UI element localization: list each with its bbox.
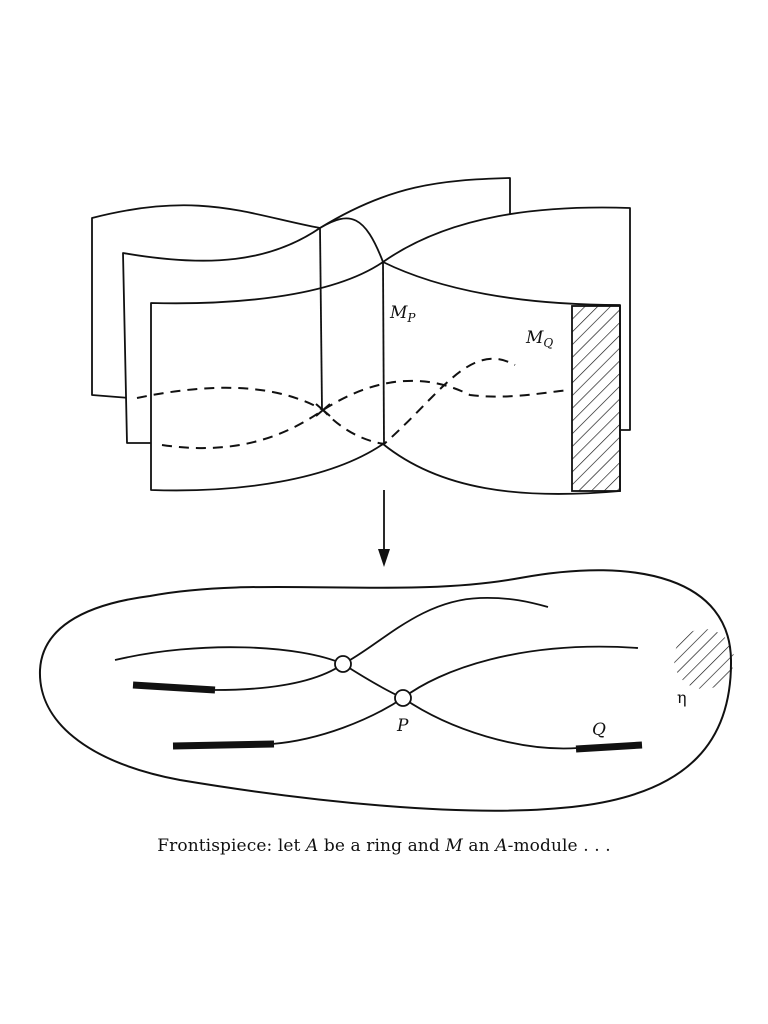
thick-segment-2 xyxy=(172,740,275,750)
figure-caption: Frontispiece: let A be a ring and M an A… xyxy=(157,836,611,856)
base-curves xyxy=(114,596,639,750)
curve-bottom-left xyxy=(271,697,404,745)
point-p xyxy=(394,689,412,707)
down-arrow xyxy=(378,490,390,567)
thick-segment-q xyxy=(575,741,643,753)
curve-top-left xyxy=(114,646,344,665)
label-mp: MP xyxy=(389,303,416,325)
label-eta: η xyxy=(677,688,687,707)
dashed-curves xyxy=(136,357,571,450)
thick-segments xyxy=(132,681,643,753)
fibre-line-mp xyxy=(382,261,385,445)
hatched-strip xyxy=(571,305,621,492)
label-q: Q xyxy=(592,720,606,740)
point-upper-crossing xyxy=(334,655,352,673)
curve-top-right xyxy=(342,596,549,665)
label-p: P xyxy=(396,716,409,736)
fibre-line-left xyxy=(319,227,323,411)
thick-segment-1 xyxy=(132,681,216,694)
dashed-curve-lower xyxy=(161,379,571,450)
dashed-curve-upper xyxy=(136,357,516,446)
curve-x-left xyxy=(342,663,404,699)
base-blob xyxy=(38,569,733,812)
scheme-sheets xyxy=(91,177,631,495)
cross-marker xyxy=(315,403,331,417)
label-mq: MQ xyxy=(525,328,553,350)
curve-x-right xyxy=(402,645,639,699)
curve-bottom-right xyxy=(402,697,579,750)
eta-blob xyxy=(674,629,734,689)
curve-branch-up xyxy=(214,663,344,691)
